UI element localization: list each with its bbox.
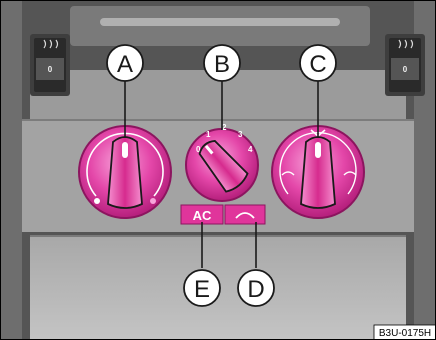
fan-scale-3: 3 — [238, 130, 243, 139]
callout-c: C — [300, 45, 336, 81]
fan-scale-4: 4 — [248, 145, 253, 154]
right-seat-heater-switch[interactable]: 0 — [385, 34, 425, 96]
callout-e-letter: E — [194, 276, 210, 303]
ac-button-label: AC — [193, 208, 212, 223]
left-side-frame — [0, 0, 22, 340]
ac-button[interactable]: AC — [181, 205, 223, 224]
recirculation-button[interactable] — [225, 205, 265, 224]
top-vent-slot — [100, 18, 340, 26]
reference-code-box: B3U-0175H — [374, 325, 436, 340]
right-seat-heater-level: 0 — [403, 65, 408, 74]
left-seat-heater-level: 0 — [48, 65, 53, 74]
fan-scale-1: 1 — [206, 130, 211, 139]
left-seat-heater-switch[interactable]: 0 — [30, 34, 70, 96]
callout-a-letter: A — [117, 51, 133, 78]
callout-c-letter: C — [309, 51, 326, 78]
callout-b: B — [204, 45, 240, 81]
reference-code: B3U-0175H — [379, 328, 431, 339]
callout-d: D — [238, 270, 274, 306]
callout-a: A — [107, 45, 143, 81]
callout-b-letter: B — [214, 51, 230, 78]
air-distribution-knob[interactable] — [272, 126, 364, 218]
temperature-knob[interactable] — [79, 126, 171, 218]
callout-d-letter: D — [247, 276, 264, 303]
callout-e: E — [184, 270, 220, 306]
